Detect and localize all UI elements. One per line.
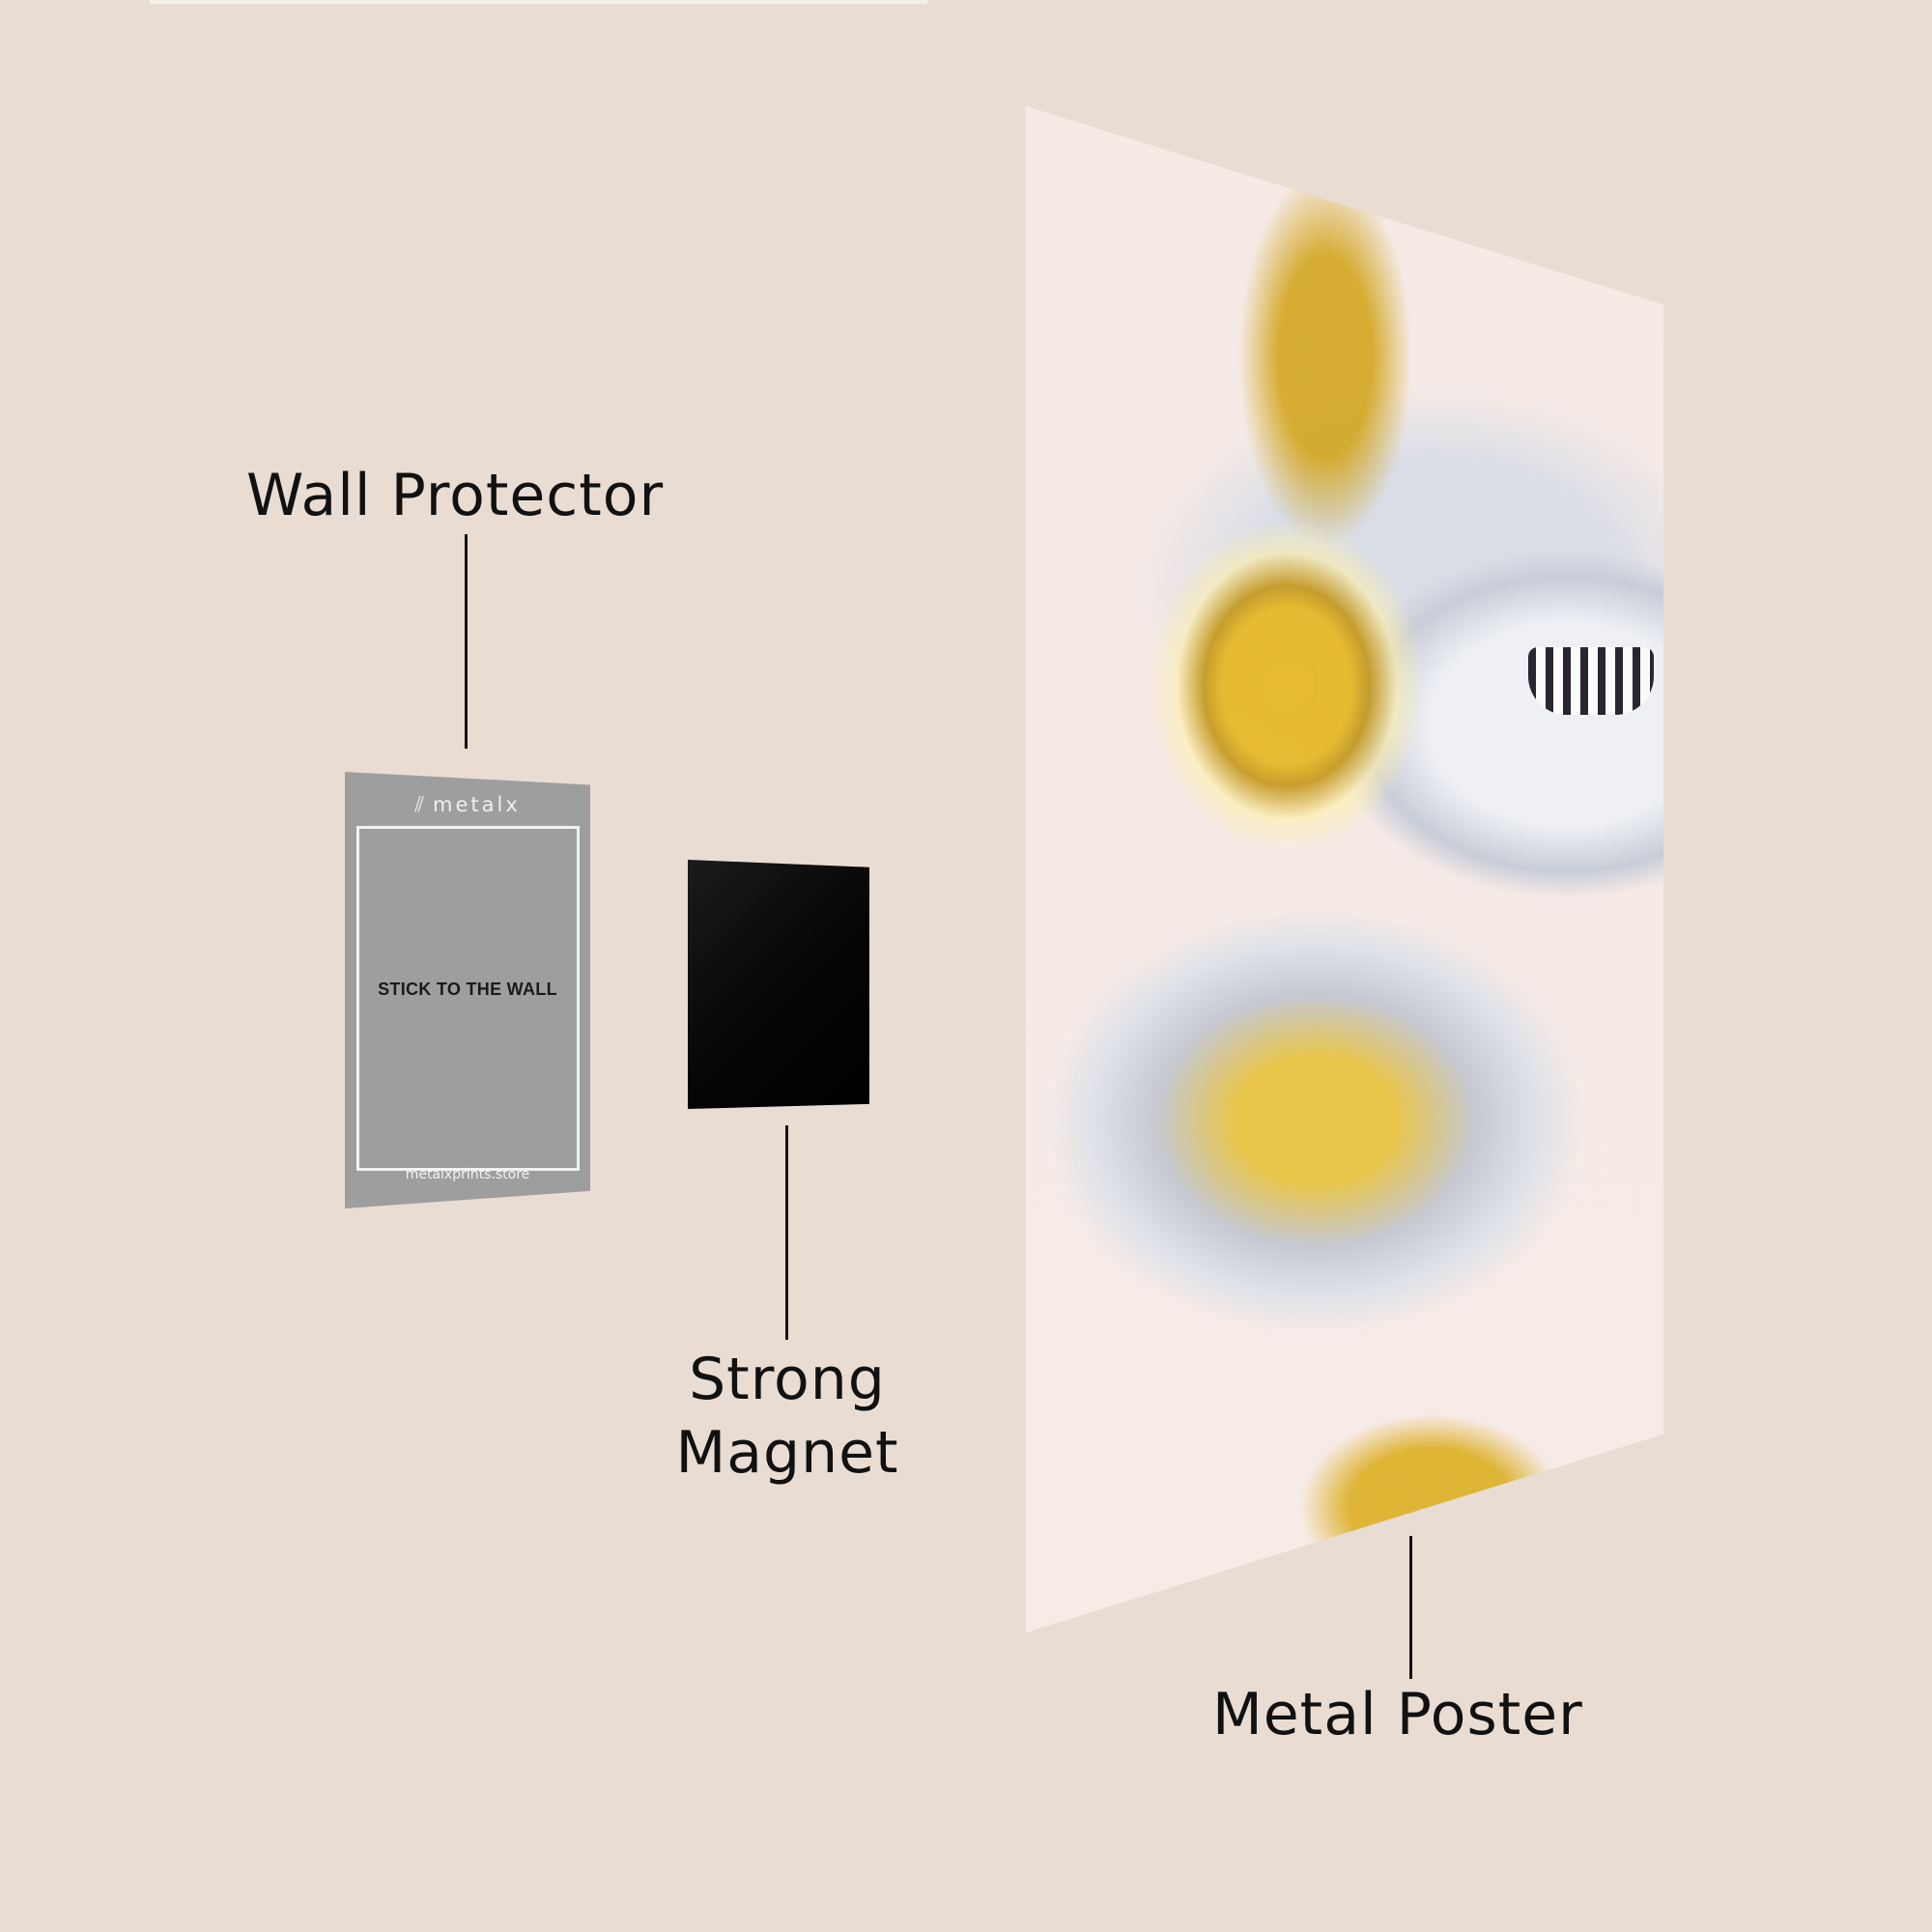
wall-protector-leader-line	[465, 534, 468, 749]
stick-to-wall-text: STICK TO THE WALL	[378, 980, 557, 999]
strong-magnet-label-line1: Strong	[689, 1346, 886, 1413]
metalx-logo: ⫽metalx	[345, 793, 590, 817]
metal-poster-image	[1026, 106, 1663, 1633]
metalx-brand-text: metalx	[433, 793, 521, 816]
wall-protector-label: Wall Protector	[246, 462, 665, 529]
strong-magnet-label: Strong Magnet	[657, 1343, 918, 1490]
metal-poster-label: Metal Poster	[1212, 1681, 1583, 1748]
shark-teeth-detail	[1528, 647, 1654, 715]
metal-poster-leader-line	[1409, 1536, 1412, 1679]
wall-protector-card: ⫽metalx STICK TO THE WALL metalxprints.s…	[345, 772, 590, 1208]
protector-url-text: metalxprints.store	[405, 1167, 530, 1182]
protector-border-frame	[356, 826, 580, 1171]
strong-magnet-leader-line	[785, 1125, 788, 1340]
metalx-logo-icon: ⫽	[414, 793, 428, 817]
top-strip	[150, 0, 927, 4]
strong-magnet-plate	[688, 860, 869, 1109]
strong-magnet-label-line2: Magnet	[675, 1419, 899, 1487]
